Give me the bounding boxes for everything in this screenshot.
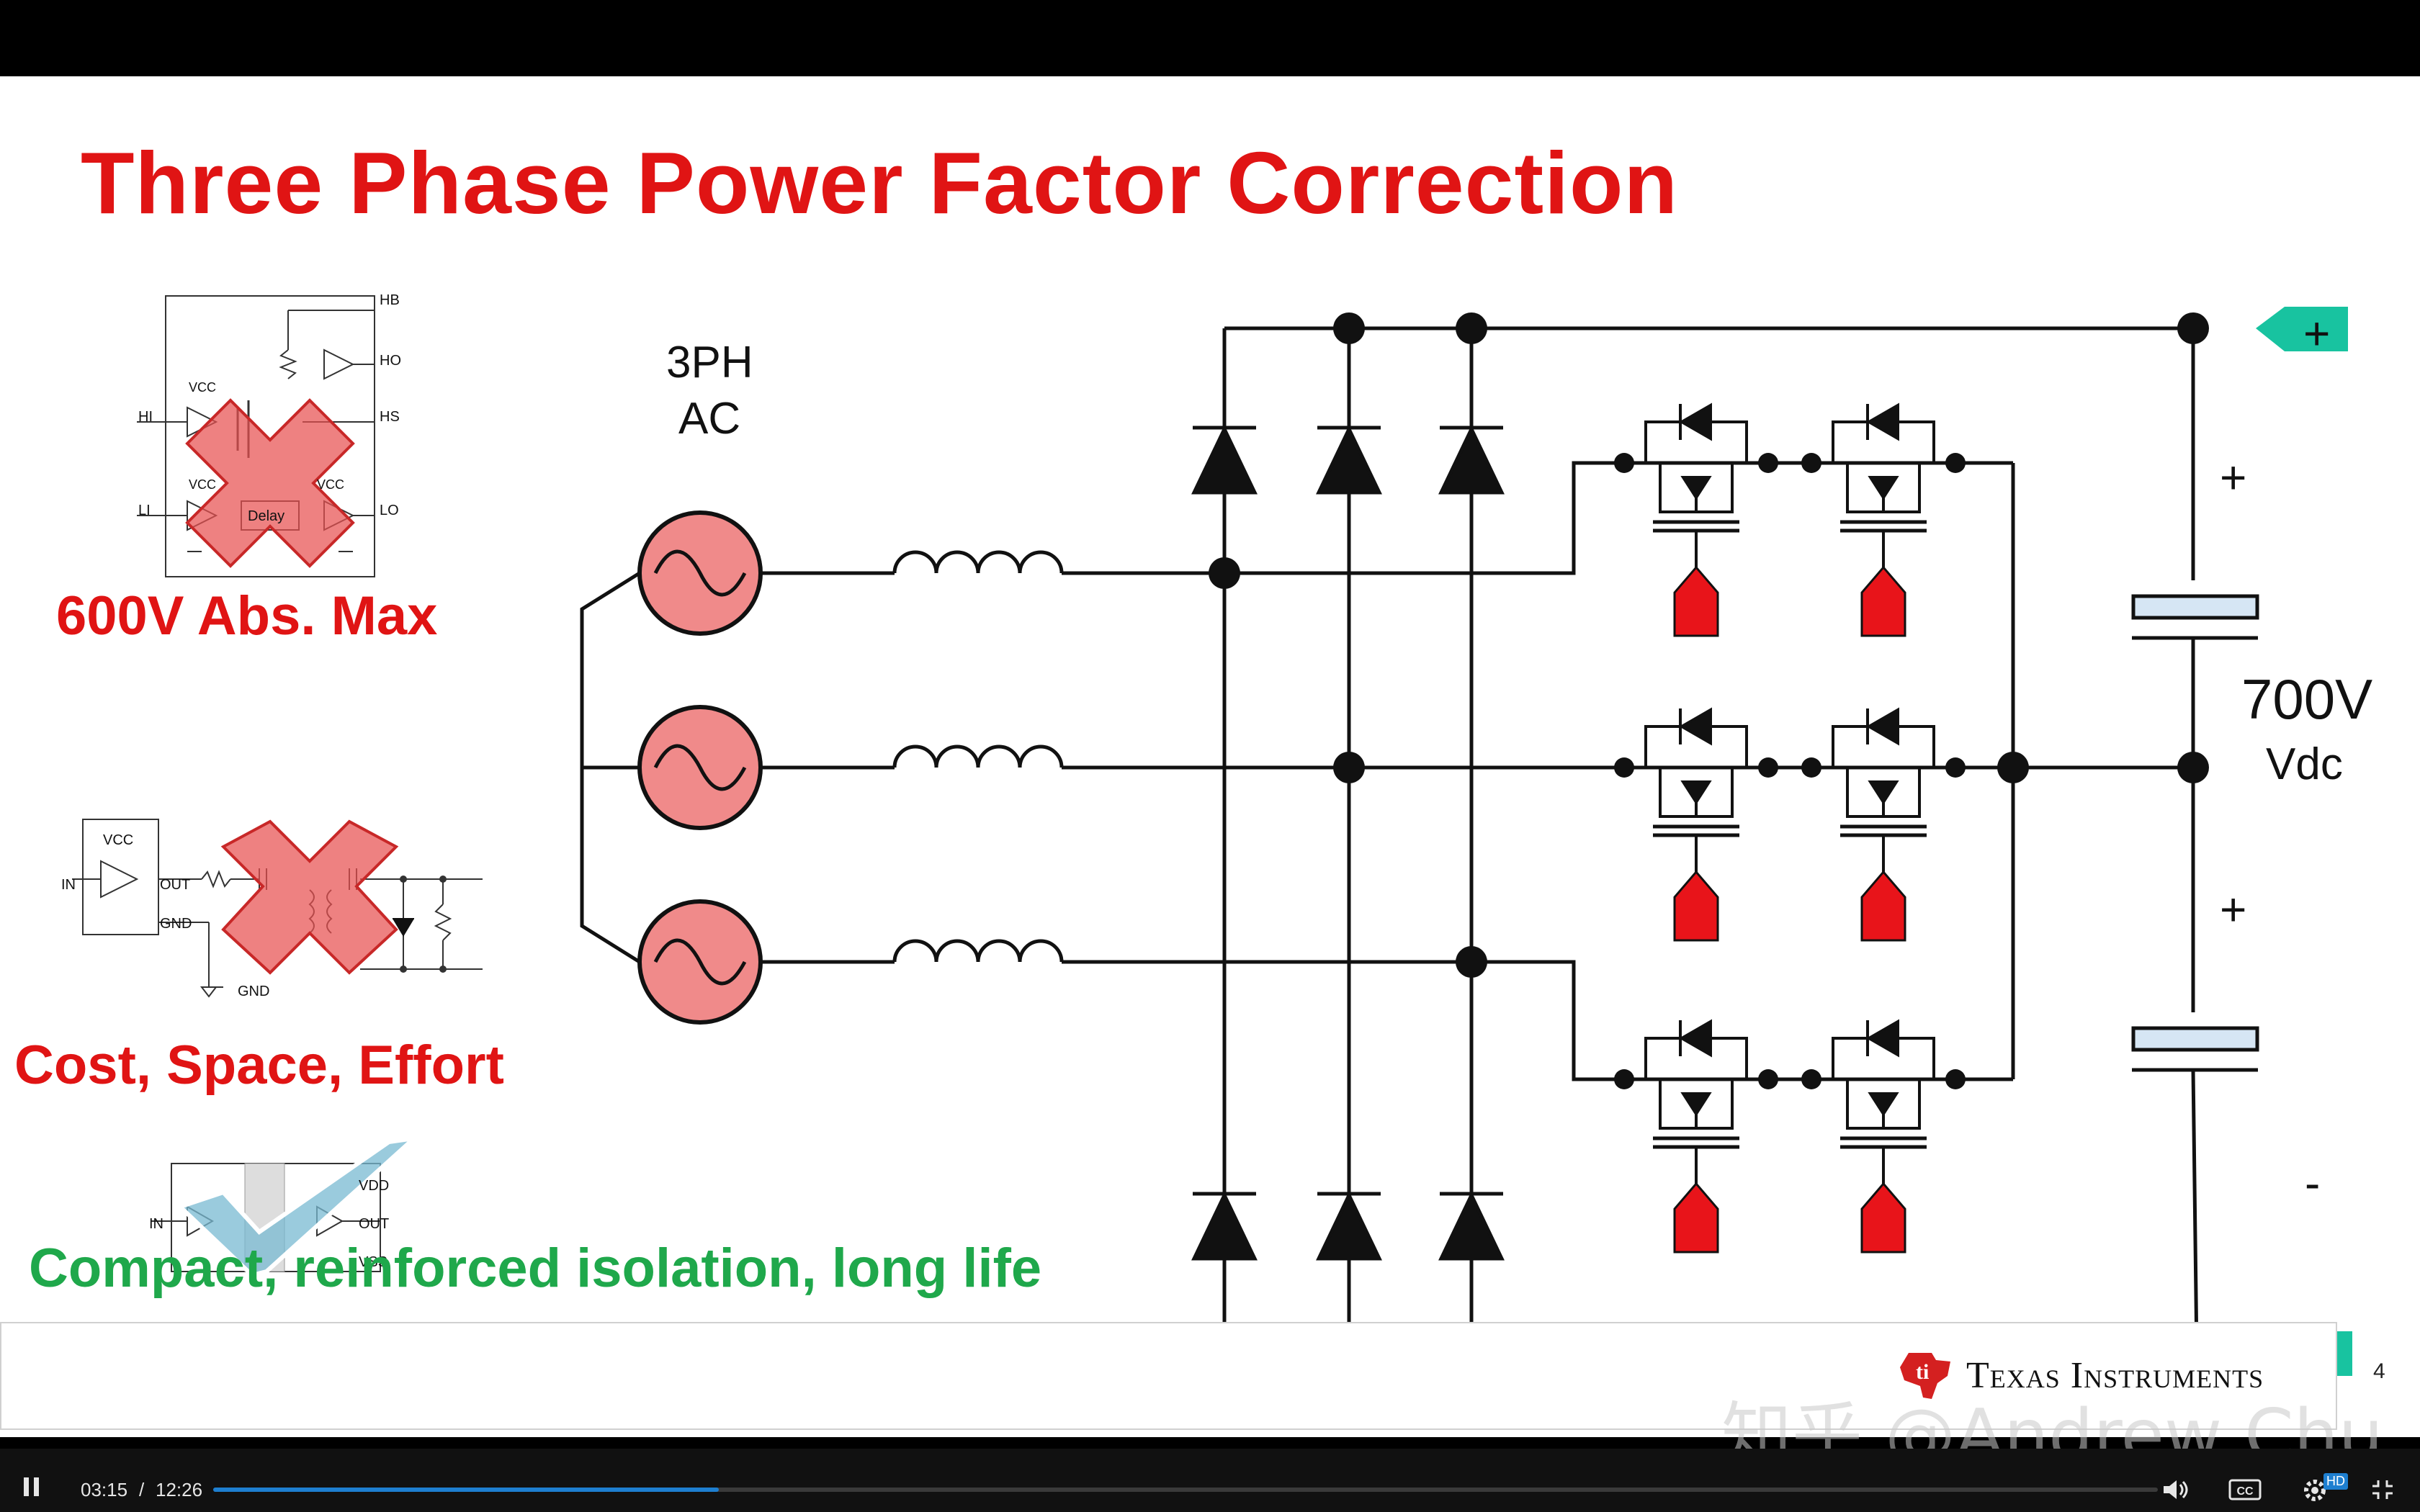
caption-abs-max: 600V Abs. Max bbox=[56, 585, 438, 647]
three-phase-pfc-schematic bbox=[580, 307, 2352, 1376]
chip2-out-label: OUT bbox=[160, 877, 191, 893]
texas-instruments-wordmark: Texas Instruments bbox=[1966, 1355, 2264, 1396]
closed-captions-button[interactable]: CC bbox=[2228, 1477, 2262, 1508]
pin-hi-label: HI bbox=[138, 409, 153, 425]
chip2-gnd2-label: GND bbox=[238, 984, 270, 999]
switch-cells bbox=[1614, 402, 1966, 1254]
texas-instruments-logo-icon: ti bbox=[1900, 1353, 1950, 1399]
presentation-slide: Three Phase Power Factor Correction HB H… bbox=[0, 76, 2420, 1477]
time-separator: / bbox=[139, 1479, 145, 1500]
delay-block-label: Delay bbox=[248, 508, 285, 524]
current-time: 03:15 bbox=[81, 1479, 128, 1500]
slide-title: Three Phase Power Factor Correction bbox=[81, 134, 1679, 232]
chip3-out-label: OUT bbox=[359, 1216, 390, 1232]
chip2-vcc-label: VCC bbox=[103, 832, 134, 848]
video-player-controls bbox=[0, 1449, 2420, 1512]
chip3-vdd-label: VDD bbox=[359, 1178, 390, 1194]
chip3-vss-label: VSS bbox=[359, 1254, 388, 1270]
video-duration: 12:26 bbox=[156, 1479, 203, 1500]
dc-minus-terminal-label: - bbox=[2305, 1157, 2321, 1209]
pin-hs-label: HS bbox=[380, 409, 400, 425]
isolated-gate-driver-diagram bbox=[151, 1135, 421, 1278]
pin-ho-label: HO bbox=[380, 353, 401, 369]
caption-cost-space-effort: Cost, Space, Effort bbox=[14, 1035, 504, 1096]
hd-badge: HD bbox=[2323, 1473, 2348, 1490]
slide-page-number: 4 bbox=[2373, 1359, 2385, 1383]
svg-text:ti: ti bbox=[1916, 1360, 1929, 1384]
top-letterbox-bar bbox=[0, 0, 2420, 76]
half-bridge-driver-diagram bbox=[137, 295, 375, 577]
exit-fullscreen-icon[interactable] bbox=[2370, 1477, 2396, 1508]
volume-icon[interactable] bbox=[2161, 1477, 2190, 1508]
pin-lo-label: LO bbox=[380, 503, 399, 518]
transformer-gate-drive-diagram bbox=[72, 819, 483, 998]
source-label-ac: AC bbox=[678, 394, 741, 444]
pin-hb-label: HB bbox=[380, 292, 400, 308]
pin-li-label: LI bbox=[138, 503, 151, 518]
dc-voltage-unit-label: Vdc bbox=[2266, 739, 2343, 789]
chip2-in-label: IN bbox=[61, 877, 76, 893]
settings-gear-icon[interactable] bbox=[2302, 1476, 2331, 1511]
pin-vcc-label: VCC bbox=[317, 477, 345, 492]
svg-text:CC: CC bbox=[2236, 1485, 2254, 1498]
slide-footer bbox=[0, 1322, 2337, 1430]
capacitor-plus-label: + bbox=[2220, 883, 2247, 935]
pin-vcc-label: VCC bbox=[189, 380, 217, 395]
source-label-3ph: 3PH bbox=[666, 338, 753, 387]
capacitor-plus-label: + bbox=[2220, 451, 2247, 503]
progress-bar-fill bbox=[213, 1488, 719, 1492]
pin-vcc-label: VCC bbox=[189, 477, 217, 492]
pause-icon[interactable] bbox=[22, 1475, 42, 1506]
dc-voltage-label: 700V bbox=[2241, 667, 2373, 731]
chip3-in-label: IN bbox=[149, 1216, 163, 1232]
chip2-gnd-label: GND bbox=[160, 916, 192, 932]
dc-plus-terminal-label: + bbox=[2303, 307, 2331, 359]
caption-compact-isolation: Compact, reinforced isolation, long life bbox=[29, 1238, 1042, 1299]
progress-bar[interactable] bbox=[213, 1488, 2158, 1492]
